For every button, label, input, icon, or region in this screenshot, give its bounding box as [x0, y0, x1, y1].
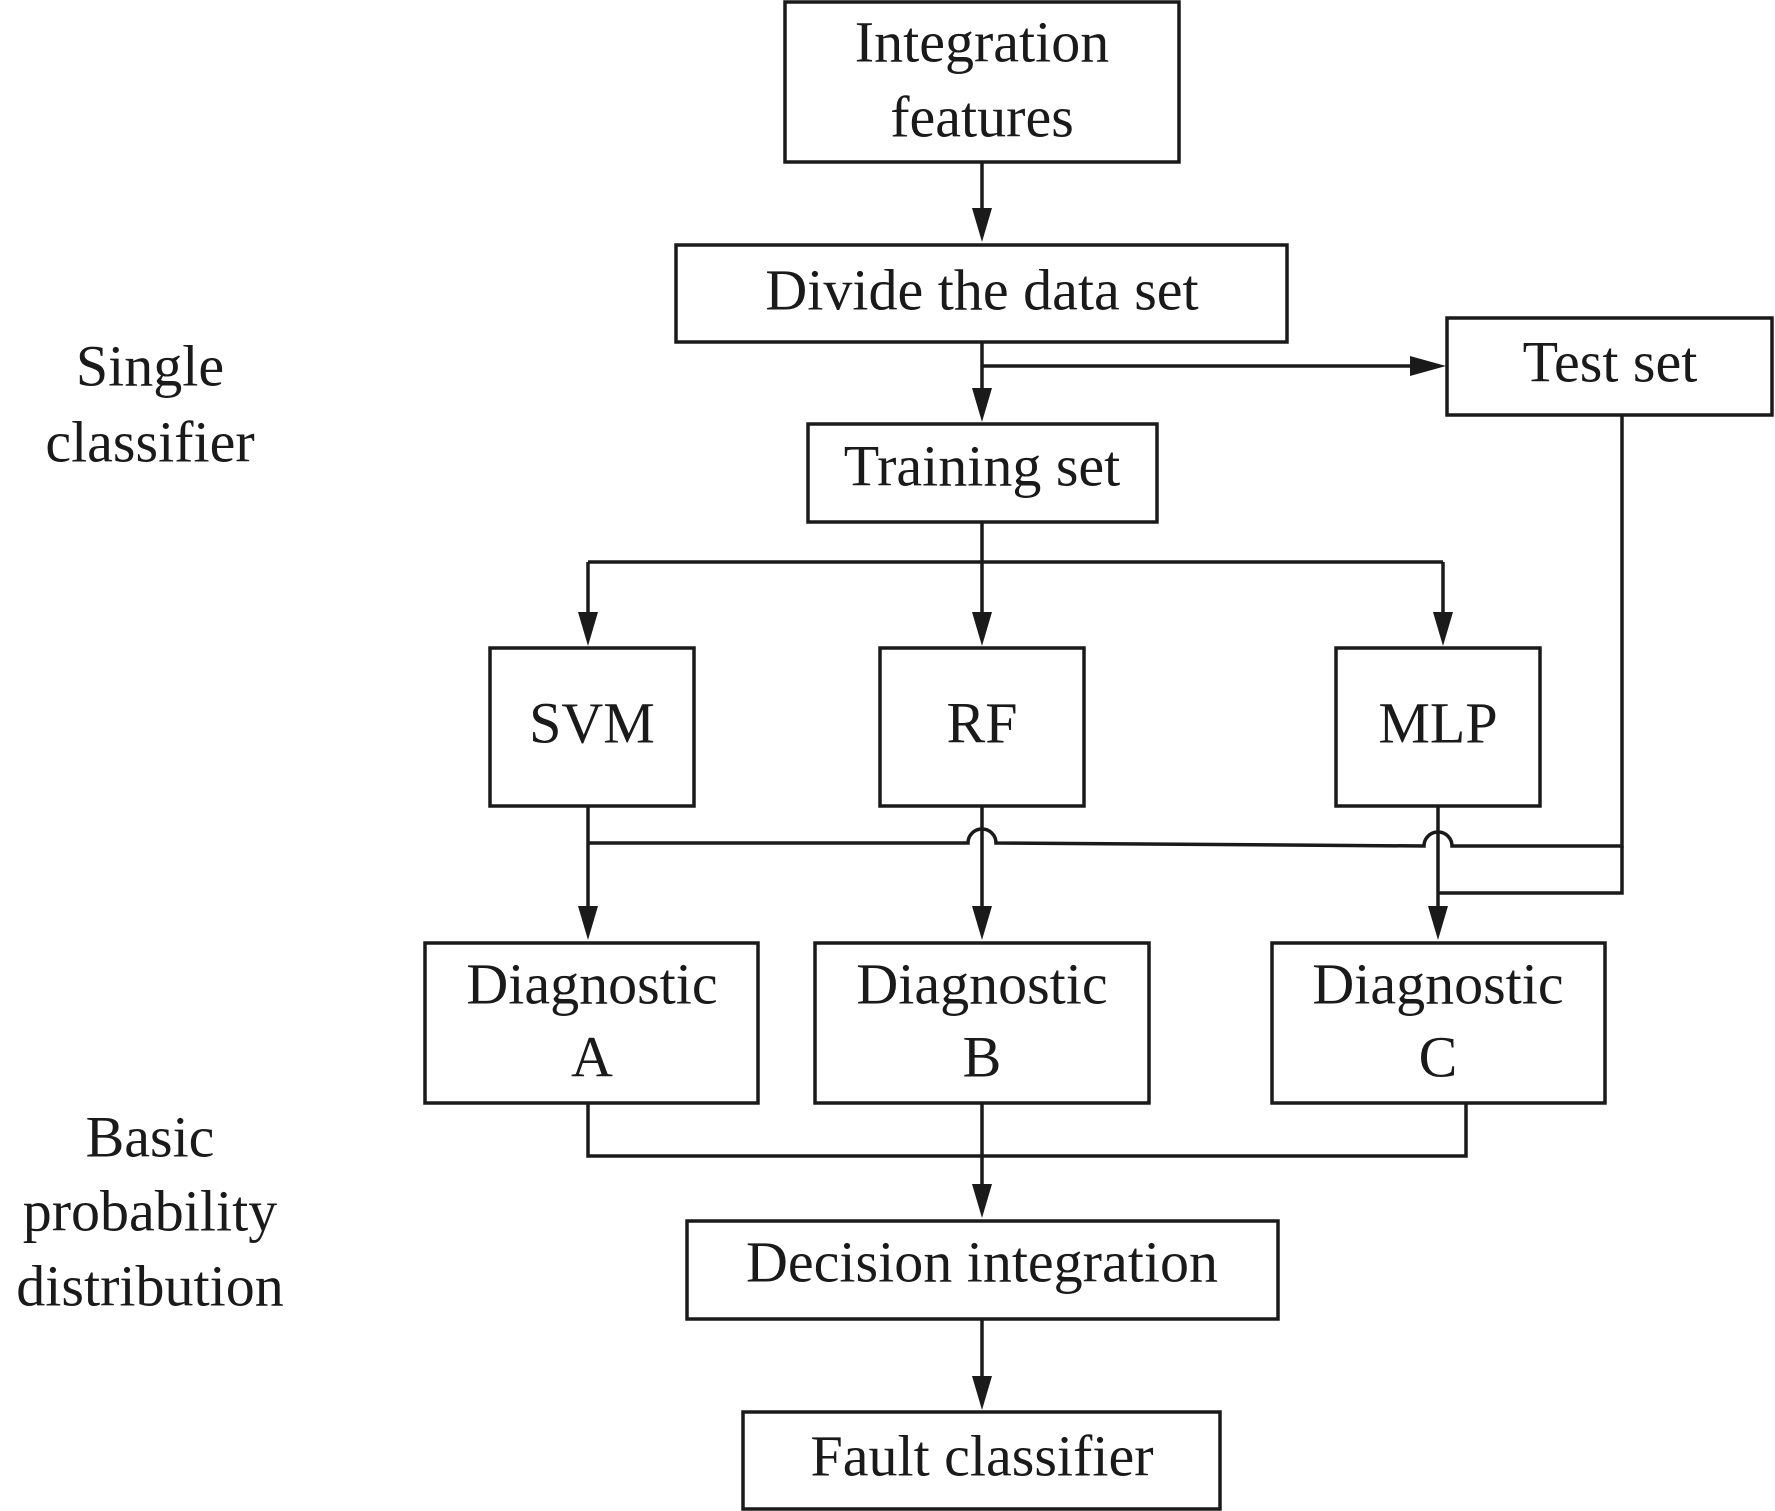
side-label-single-classifier: Single classifier	[45, 333, 254, 474]
node-diagnostic-a: Diagnostic A	[423, 941, 760, 1105]
node-integration-features: Integration features	[783, 0, 1181, 164]
node-label: RF	[947, 690, 1018, 755]
arrowhead	[972, 1184, 992, 1218]
node-diagnostic-b: Diagnostic B	[813, 941, 1151, 1105]
node-label: features	[890, 84, 1074, 149]
node-label: Test set	[1523, 329, 1698, 394]
node-divide-data-set: Divide the data set	[674, 243, 1289, 344]
connector-line	[588, 415, 1624, 848]
node-svm: SVM	[488, 646, 696, 808]
node-fault-classifier: Fault classifier	[741, 1410, 1222, 1511]
connector-line	[1438, 846, 1624, 895]
node-rf: RF	[878, 646, 1086, 808]
arrowhead	[1410, 356, 1446, 376]
node-diagnostic-c: Diagnostic C	[1270, 941, 1607, 1105]
arrowhead	[972, 388, 992, 422]
arrowhead	[578, 612, 598, 646]
node-label: Diagnostic	[1312, 951, 1563, 1016]
node-label: Training set	[844, 433, 1121, 498]
node-label: SVM	[529, 690, 655, 755]
node-label: Fault classifier	[810, 1423, 1153, 1488]
side-label-line: Basic	[86, 1104, 215, 1169]
node-mlp: MLP	[1334, 646, 1542, 808]
node-label: Divide the data set	[765, 257, 1198, 322]
node-label: C	[1419, 1024, 1458, 1089]
node-label: Integration	[855, 9, 1109, 74]
node-label: Diagnostic	[466, 951, 717, 1016]
node-label: A	[571, 1024, 613, 1089]
node-label: Diagnostic	[856, 951, 1107, 1016]
side-label-line: classifier	[45, 409, 254, 474]
side-label-line: Single	[76, 333, 224, 398]
arrowhead	[972, 1376, 992, 1410]
node-label: B	[963, 1024, 1002, 1089]
arrowhead	[972, 208, 992, 242]
node-training-set: Training set	[806, 422, 1159, 524]
side-label-basic-probability: Basic probability distribution	[16, 1104, 283, 1318]
arrowhead	[972, 906, 992, 940]
node-label: Decision integration	[746, 1229, 1218, 1294]
arrowhead	[1433, 612, 1453, 646]
connector-line	[586, 1103, 1468, 1158]
node-test-set: Test set	[1445, 316, 1774, 417]
arrowhead	[578, 906, 598, 940]
arrowhead	[972, 612, 992, 646]
arrowhead	[1428, 906, 1448, 940]
connectors	[578, 162, 1624, 1410]
node-label: MLP	[1378, 690, 1497, 755]
node-decision-integration: Decision integration	[685, 1219, 1280, 1321]
side-label-line: distribution	[16, 1253, 283, 1318]
side-label-line: probability	[23, 1178, 278, 1243]
